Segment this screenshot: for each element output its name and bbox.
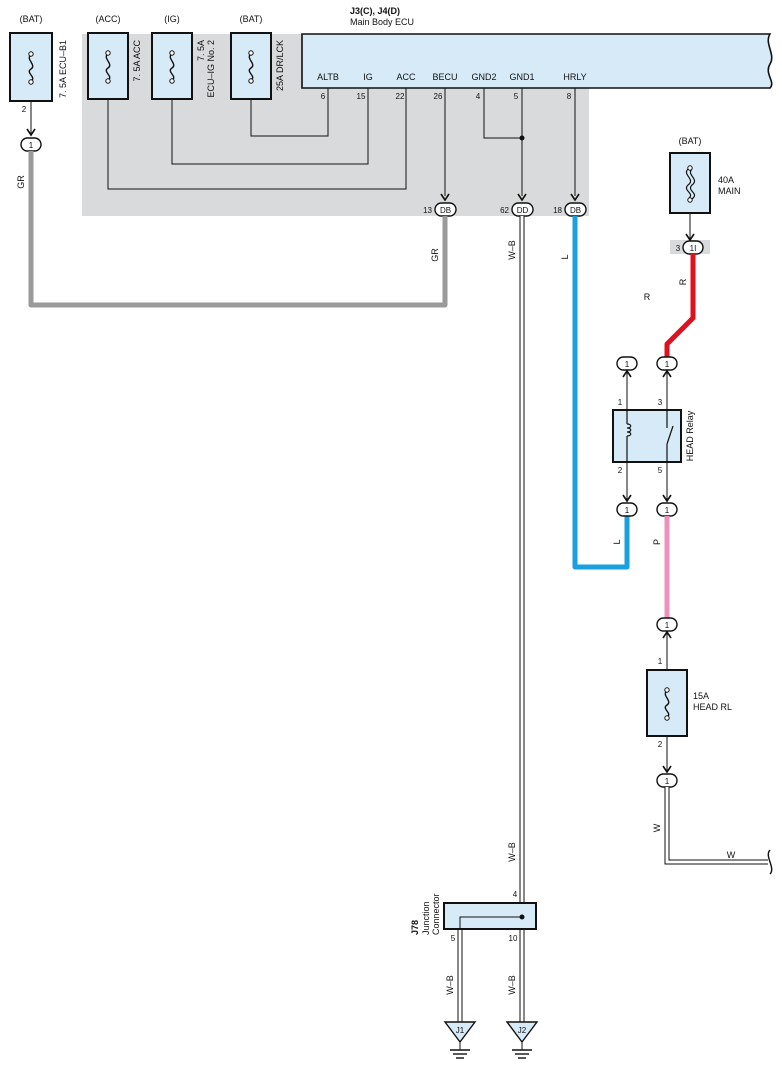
main-body-ecu-box [301, 33, 773, 89]
fuse-main-conn-pin: 3 [676, 244, 681, 253]
terminal-hrly: HRLY [563, 72, 586, 82]
fuse-drlck-label: 25A DR/LCK [275, 40, 285, 91]
fuse-head-rl-box [646, 669, 688, 737]
relay-conn-2-bottom [616, 502, 638, 517]
fuse-main-label-2: MAIN [718, 186, 741, 196]
svg-text:1: 1 [665, 621, 670, 630]
pin-gnd1: 5 [514, 92, 519, 101]
relay-label: HEAD Relay [685, 410, 695, 461]
ecu-conn-13-pin: 13 [423, 206, 432, 215]
gnd-splice-point [519, 135, 525, 141]
ecu-internal-wires [107, 88, 576, 196]
relay-coil-icon [626, 410, 632, 462]
wire-gr-label-1: GR [16, 175, 26, 189]
terminal-gnd2: GND2 [471, 72, 496, 82]
fuse-main-label-1: 40A [718, 175, 734, 185]
fuse-ecu-b1-source: (BAT) [20, 14, 43, 24]
wire-w-label-1: W [652, 823, 662, 832]
wire-l [572, 216, 630, 570]
svg-text:1: 1 [665, 506, 670, 515]
fuse-head-rl-label-1: 15A [693, 691, 709, 701]
fuse-ig2-box [151, 32, 193, 100]
fuse-main-source: (BAT) [679, 136, 702, 146]
wire-wb-label-2: W–B [507, 842, 517, 862]
pin-gnd2: 4 [476, 92, 481, 101]
svg-text:DB: DB [440, 206, 451, 215]
junction-pin-5: 5 [451, 934, 456, 943]
fuse-acc-label: 7. 5A ACC [132, 40, 142, 82]
terminal-gnd1: GND1 [509, 72, 534, 82]
fuse-drlck-box [230, 32, 272, 100]
relay-pin-3: 3 [658, 398, 663, 407]
wire-r-label-2: R [644, 292, 651, 302]
pin-acc: 22 [396, 92, 405, 101]
fuse-ecu-b1-pin: 2 [22, 105, 27, 114]
junction-splice-point [519, 914, 525, 920]
fuse-head-rl-label-2: HEAD RL [693, 702, 732, 712]
svg-text:DD: DD [517, 206, 529, 215]
svg-text:1: 1 [625, 506, 630, 515]
junction-label-2: Connector [431, 893, 441, 935]
fuse-head-rl-pin-2: 2 [658, 740, 663, 749]
junction-id: J78 [410, 920, 420, 935]
terminal-acc: ACC [396, 72, 416, 82]
ecu-subtitle: Main Body ECU [350, 17, 414, 27]
wire-l-label-2: L [612, 539, 622, 544]
terminal-altb: ALTB [317, 72, 339, 82]
pin-becu: 26 [434, 92, 443, 101]
svg-text:1: 1 [625, 360, 630, 369]
wire-w [664, 787, 768, 865]
wire-gr [28, 151, 448, 308]
junction-label-1: Junction [421, 901, 431, 935]
wire-wb-label-1: W–B [507, 240, 517, 260]
terminal-ig: IG [363, 72, 373, 82]
fuse-ecu-b1-box [9, 32, 53, 102]
wire-l-label-1: L [560, 254, 570, 259]
ground-j2-label: J2 [518, 1026, 527, 1035]
junction-pin-10: 10 [509, 934, 518, 943]
fuse-ig2-label-2: ECU–IG No. 2 [206, 40, 216, 98]
pin-ig: 15 [357, 92, 366, 101]
relay-pin-2: 2 [618, 466, 623, 475]
relay-pin-5: 5 [658, 466, 663, 475]
wire-p-label: P [652, 539, 662, 545]
ground-j1-label: J1 [456, 1026, 465, 1035]
junction-internal-bus [459, 916, 522, 929]
fuse-drlck-source: (BAT) [240, 14, 263, 24]
svg-text:1I: 1I [690, 244, 697, 253]
pin-hrly: 8 [567, 92, 572, 101]
ground-j2 [505, 1021, 539, 1059]
wire-r [664, 254, 696, 357]
ecu-title: J3(C), J4(D) [350, 6, 400, 16]
relay-switch-icon [666, 410, 674, 462]
wire-w-b [457, 216, 525, 1022]
fuse-acc-source: (ACC) [96, 14, 121, 24]
svg-text:1: 1 [665, 360, 670, 369]
wire-wb-label-3: W–B [445, 975, 455, 995]
pin-altb: 6 [321, 92, 326, 101]
fuse-ecu-b1-label: 7. 5A ECU–B1 [58, 40, 68, 98]
fuse-ig2-source: (IG) [164, 14, 180, 24]
fuse-ig2-label-1: 7. 5A [196, 40, 206, 61]
terminal-becu: BECU [432, 72, 457, 82]
wire-continuation-mark [767, 849, 773, 875]
ecu-conn-18-pin: 18 [553, 206, 562, 215]
fuse-main-symbol [685, 165, 696, 203]
svg-text:1: 1 [665, 777, 670, 786]
junction-pin-4: 4 [513, 890, 518, 899]
relay-pin-1: 1 [618, 398, 623, 407]
ecu-conn-62-pin: 62 [500, 206, 509, 215]
wire-r-label-1: R [678, 278, 688, 285]
wire-gr-label-2: GR [430, 248, 440, 262]
wire-wb-label-4: W–B [507, 975, 517, 995]
fuse-head-rl-pin-1: 1 [658, 657, 663, 666]
fuse-acc-box [87, 32, 129, 100]
svg-text:DB: DB [570, 206, 581, 215]
head-relay-box [612, 409, 682, 463]
ground-j1 [443, 1021, 477, 1059]
wire-w-label-2: W [727, 850, 736, 860]
svg-text:1: 1 [29, 141, 34, 150]
